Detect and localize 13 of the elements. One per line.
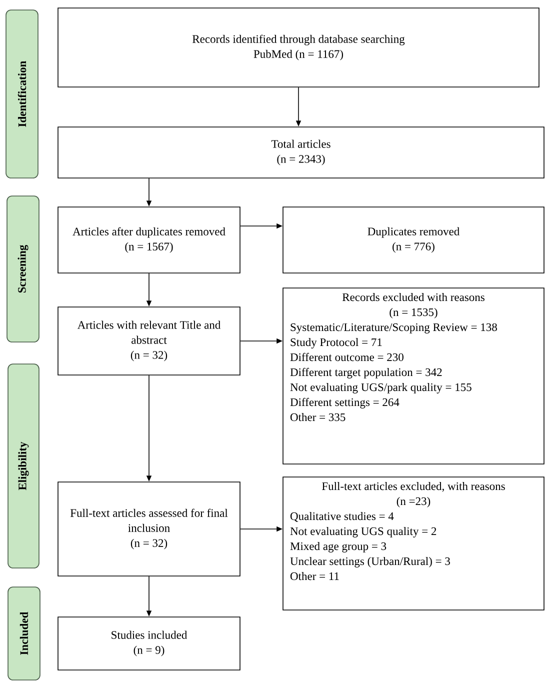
process-box: Records identified through database searching PubMed (n = 1167) [58,8,540,88]
process-box: Full-text articles excluded, with reasons (n =23) Qualitative studies = 4 Not evaluating UGS quality = 2 Mixed age group = 3 Unclear settings (Urban/Rural) = 3 Other = 11 [282,476,544,610]
process-box: Duplicates removed (n = 776) [282,206,544,274]
process-box: Studies included (n = 9) [58,616,240,670]
process-box: Full-text articles assessed for final inclusion (n = 32) [58,482,240,576]
process-box: Total articles (n = 2343) [58,126,544,178]
stage-band: Included [8,586,40,680]
stage-band: Screening [6,196,40,342]
process-box: Records excluded with reasons (n = 1535) Systematic/Literature/Scoping Review = 138 Study Protocol = 71 Different outcome = 230 Different target population = 342 Not evaluating UGS/park quality = 155 Different settings = 264 Other = 335 [282,288,544,464]
process-box: Articles after duplicates removed (n = 1567) [58,206,240,274]
process-box: Articles with relevant Title and abstract (n = 32) [58,306,240,376]
stage-band: Identification [6,10,38,178]
stage-band: Eligibility [8,364,40,568]
